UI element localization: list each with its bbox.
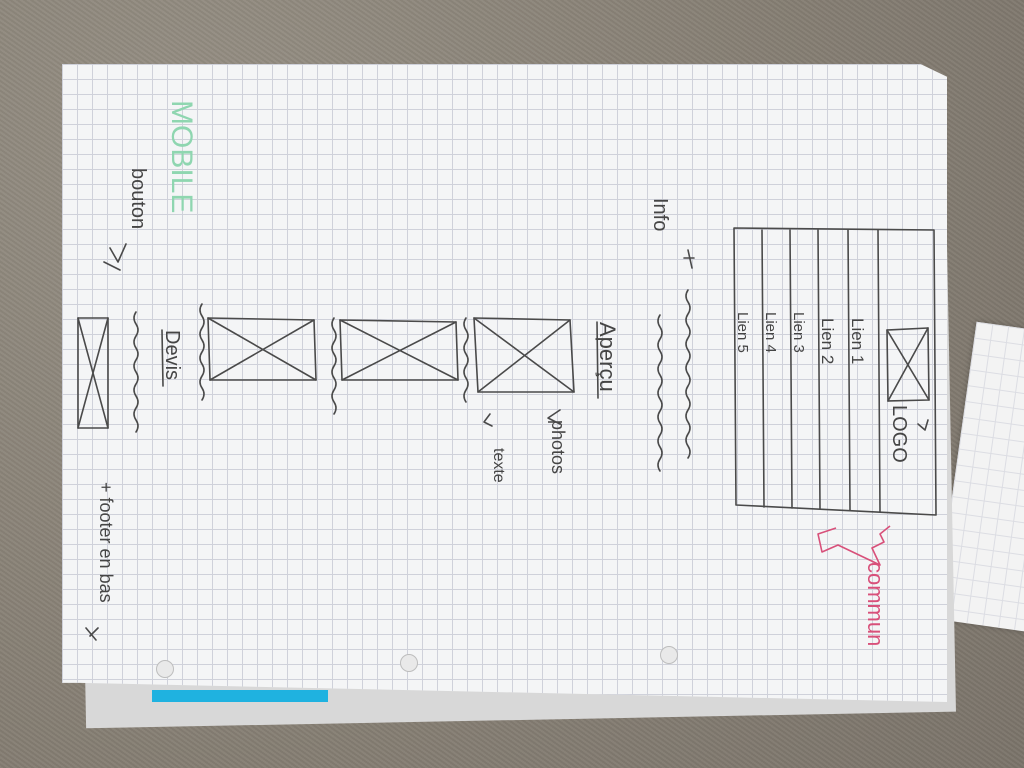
photo-placeholder-icon xyxy=(339,319,459,381)
nav-link-5: Lien 5 xyxy=(734,312,751,353)
info-text-squiggle-2 xyxy=(657,314,663,472)
photo-text-squiggle xyxy=(331,317,337,415)
logo-label: LOGO xyxy=(888,405,910,463)
footer-check-icon xyxy=(85,627,99,641)
blue-paper-tab xyxy=(152,690,328,702)
header-nav-wireframe xyxy=(733,227,937,516)
text-arrow xyxy=(483,413,493,427)
preview-label: Aperçu xyxy=(595,322,620,392)
mobile-heading: MOBILE xyxy=(165,100,198,213)
photo-text-squiggle xyxy=(199,303,205,401)
text-note: texte xyxy=(490,448,507,483)
photos-note: photos xyxy=(548,420,568,474)
common-bracket-arrow xyxy=(817,525,891,566)
info-text-squiggle xyxy=(685,289,691,459)
nav-link-1: Lien 1 xyxy=(848,318,867,364)
nav-link-3: Lien 3 xyxy=(790,312,807,353)
button-placeholder-icon xyxy=(77,317,109,429)
info-arrow xyxy=(683,249,695,269)
button-label: bouton xyxy=(127,168,149,229)
grid-paper-sheet xyxy=(62,64,947,702)
button-check-icon xyxy=(103,243,127,271)
quote-squiggle xyxy=(133,311,139,433)
photo-placeholder-icon xyxy=(473,317,575,393)
preview-underline xyxy=(596,321,599,399)
photo-text-squiggle xyxy=(463,317,469,403)
info-label: Info xyxy=(649,198,671,231)
nav-link-2: Lien 2 xyxy=(818,318,837,364)
logo-placeholder-icon xyxy=(886,327,930,402)
nav-link-4: Lien 4 xyxy=(762,312,779,353)
footer-note: + footer en bas xyxy=(96,482,116,603)
quote-label: Devis xyxy=(161,330,183,380)
quote-underline xyxy=(161,329,164,387)
photos-arrow xyxy=(547,409,561,425)
common-note: commun xyxy=(863,562,888,646)
photo-placeholder-icon xyxy=(207,317,317,381)
